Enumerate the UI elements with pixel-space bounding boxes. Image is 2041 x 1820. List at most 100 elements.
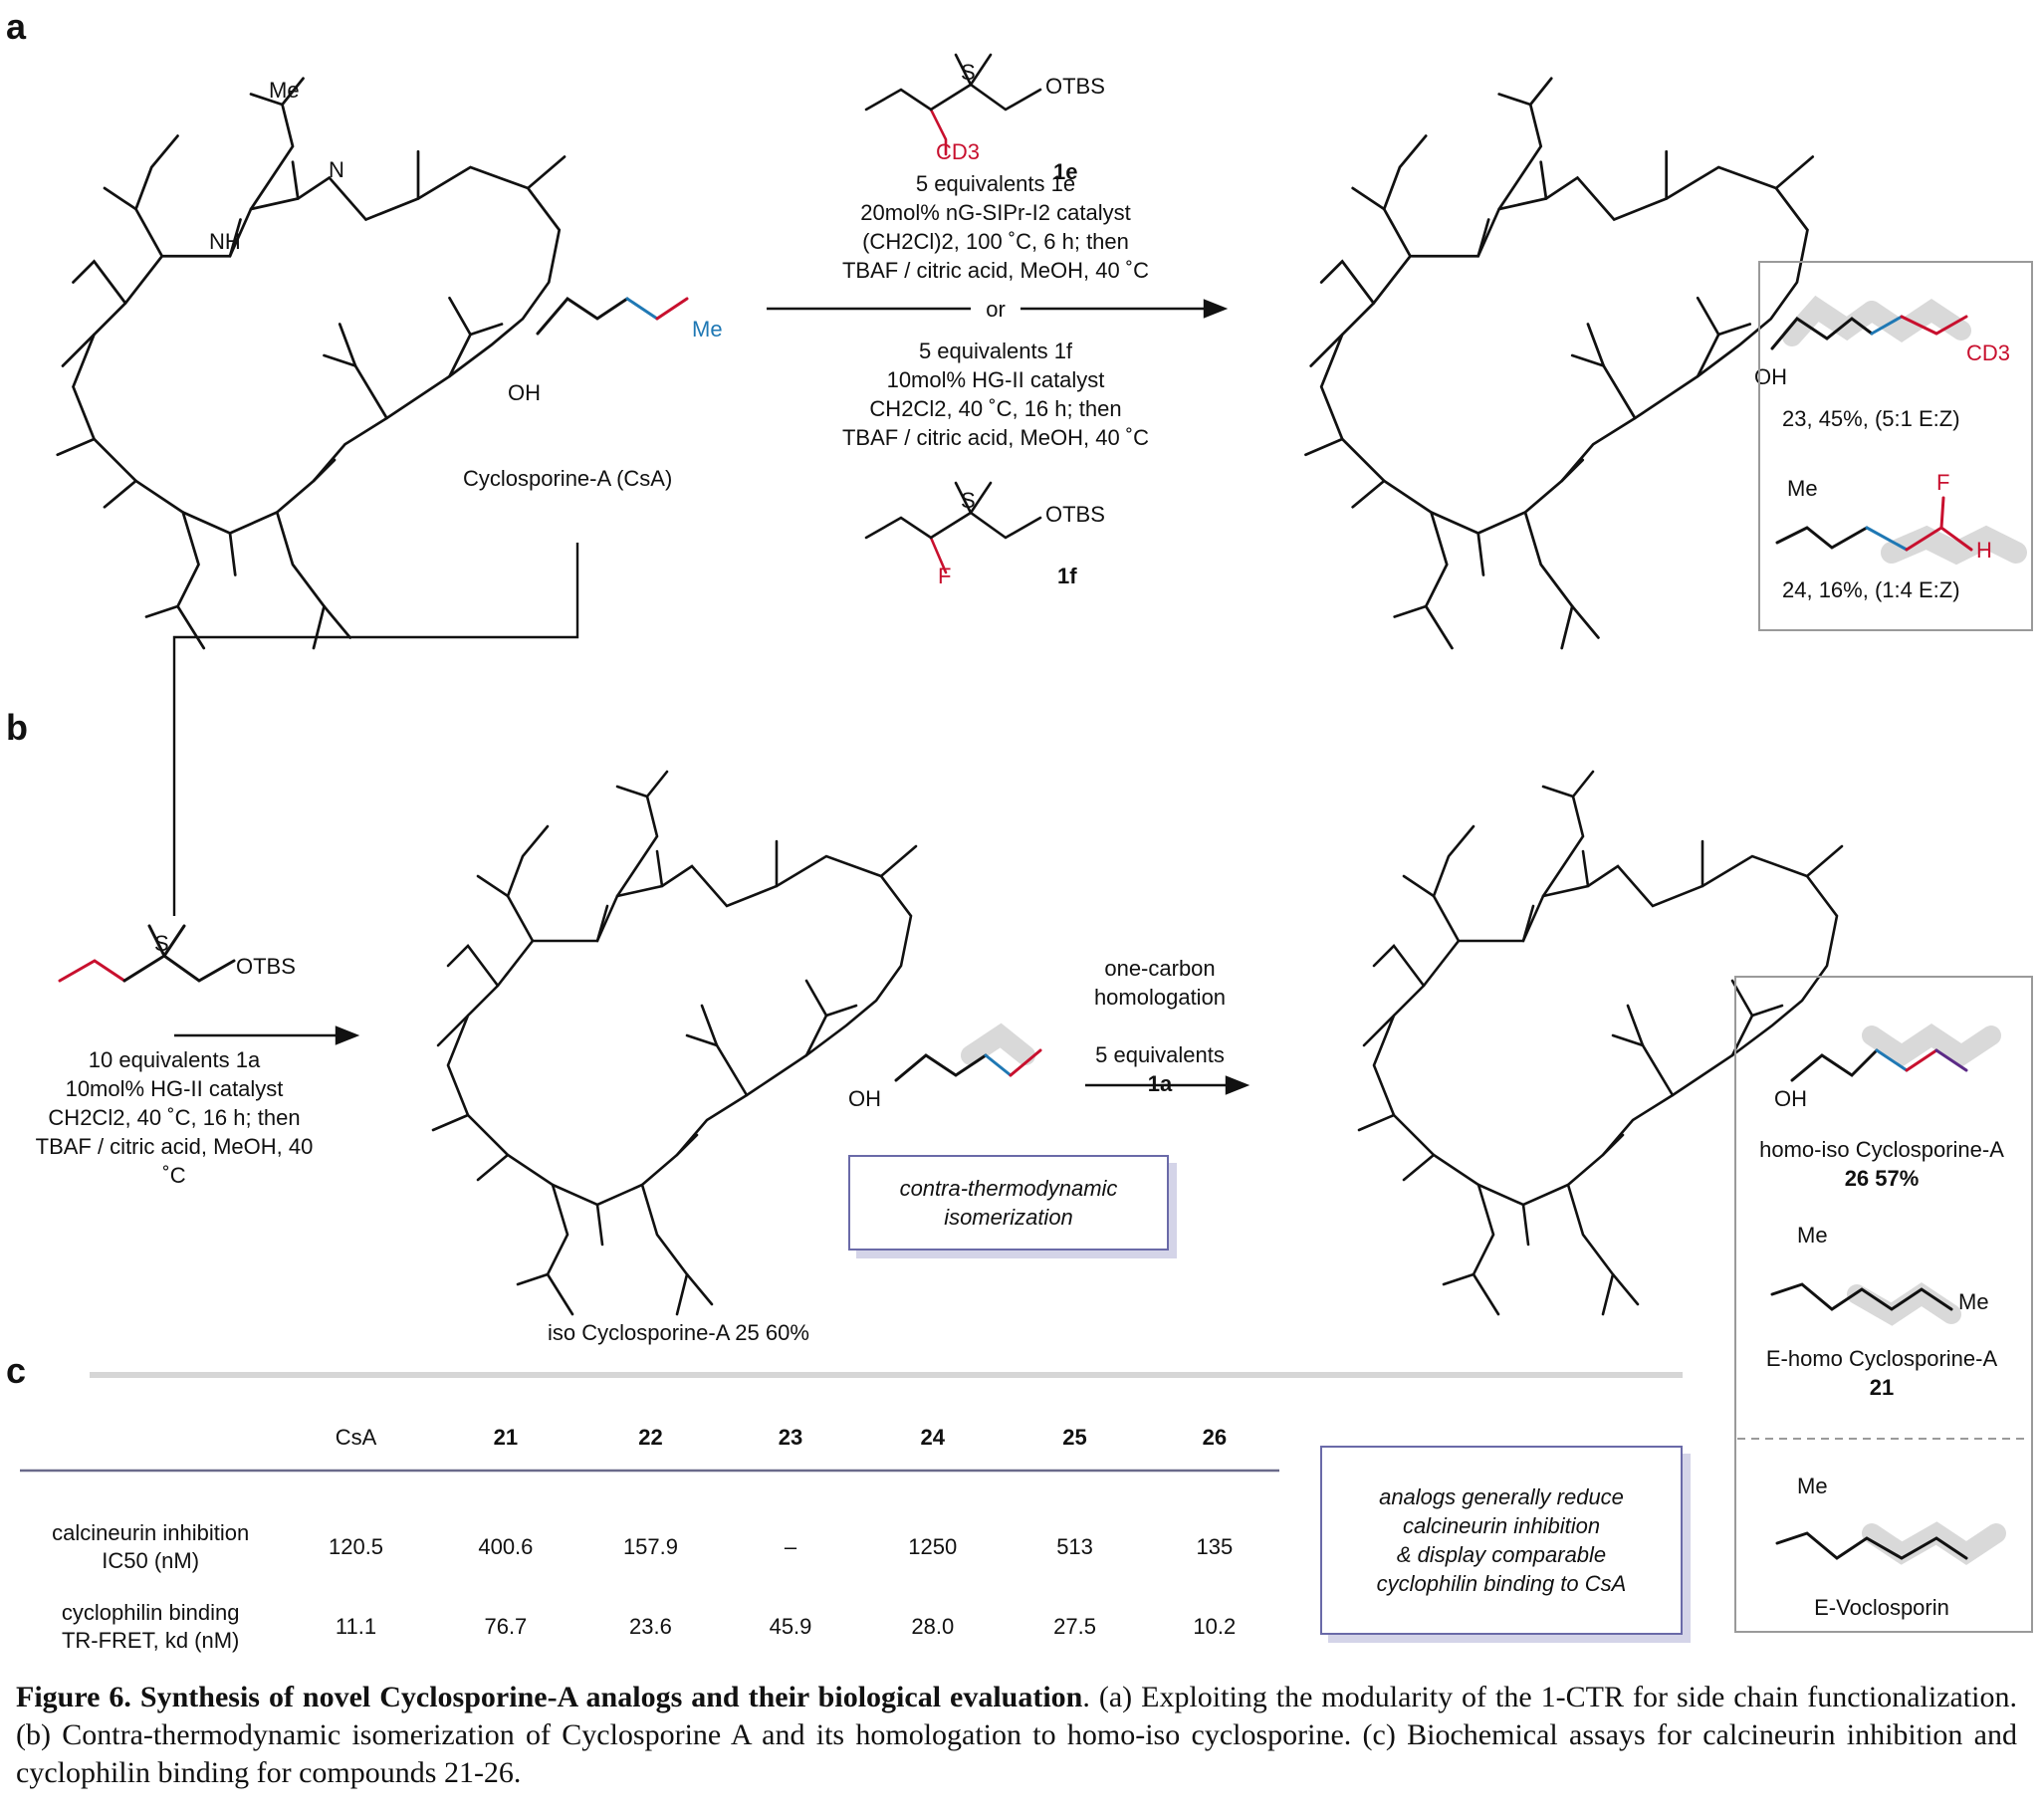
cd3-label-1e: CD3 <box>936 139 981 164</box>
row-label-line: TR-FRET, kd (nM) <box>61 1628 240 1653</box>
analog-box-b <box>1734 976 2033 1633</box>
note-line: analogs generally reduce <box>1379 1484 1624 1509</box>
product-line: homo-iso Cyclosporine-A <box>1759 1137 2004 1162</box>
condition-line: 5 equivalents 1e <box>915 171 1076 196</box>
fluoro-label-24: F <box>1936 470 1950 495</box>
table-header: 25 <box>1062 1425 1087 1450</box>
condition-line: CH2Cl2, 40 ˚C, 16 h; then <box>48 1105 301 1130</box>
table-cell: 23.6 <box>629 1614 672 1639</box>
table-header: 26 <box>1202 1425 1228 1450</box>
table-header-blank <box>20 1408 281 1468</box>
compound-21-label: E-homo Cyclosporine-A 21 <box>1734 1344 2029 1402</box>
condition-line: 10mol% HG-II catalyst <box>65 1076 284 1101</box>
table-cell: 513 <box>1056 1534 1093 1559</box>
homologation-equivalents: 5 equivalents 1a <box>1075 1040 1245 1098</box>
contra-thermodynamic-note: contra-thermodynamic isomerization <box>848 1155 1169 1251</box>
reagent-1f-label: 1f <box>1057 564 1077 588</box>
table-cell: 120.5 <box>328 1534 384 1559</box>
product-25-label: iso Cyclosporine-A 25 60% <box>548 1320 809 1345</box>
table-cell: 157.9 <box>622 1534 678 1559</box>
table-cell: 28.0 <box>911 1614 955 1639</box>
table-cell: 400.6 <box>478 1534 534 1559</box>
table-header: CsA <box>335 1425 377 1450</box>
product-23-label: 23, 45%, (5:1 E:Z) <box>1782 406 1960 431</box>
product-24-label: 24, 16%, (1:4 E:Z) <box>1782 577 1960 602</box>
table-cell: – <box>784 1534 797 1559</box>
product-line: 21 <box>1869 1375 1895 1400</box>
me-label-21: Me <box>1797 1223 1828 1248</box>
note-line: cyclophilin binding to CsA <box>1376 1571 1627 1596</box>
atom-label-n: N <box>329 157 344 182</box>
conditions-bottom: 5 equivalents 1f 10mol% HG-II catalyst C… <box>777 337 1215 452</box>
table-cell: 45.9 <box>769 1614 812 1639</box>
table-cell: 135 <box>1196 1534 1234 1559</box>
reagent-1e-label: 1e <box>1053 159 1078 184</box>
sulfur-label-1a: S <box>154 931 169 956</box>
row-label: cyclophilin binding TR-FRET, kd (nM) <box>20 1587 281 1667</box>
condition-line: TBAF / citric acid, MeOH, 40 <box>35 1134 314 1159</box>
table-cell: 10.2 <box>1193 1614 1237 1639</box>
or-label: or <box>971 297 1020 323</box>
sulfur-label-1e: S <box>961 60 976 85</box>
sulfur-label-1f: S <box>961 488 976 513</box>
row-label-line: IC50 (nM) <box>102 1548 200 1573</box>
atom-label-oh-26: OH <box>1774 1086 1807 1111</box>
assay-summary-note: analogs generally reduce calcineurin inh… <box>1320 1446 1683 1635</box>
note-line: contra-thermodynamic <box>899 1176 1118 1201</box>
caption-lead: Figure 6. Synthesis of novel Cyclosporin… <box>16 1681 1083 1713</box>
note-line: & display comparable <box>1396 1542 1607 1567</box>
row-label-line: cyclophilin binding <box>61 1600 240 1625</box>
table-cell: 1250 <box>908 1534 958 1559</box>
cd3-label-23: CD3 <box>1966 341 2011 365</box>
atom-label-nh: NH <box>209 229 241 254</box>
condition-line: ˚C <box>162 1163 186 1188</box>
condition-line: 10mol% HG-II catalyst <box>886 367 1105 392</box>
fluoro-label-1f: F <box>938 564 952 588</box>
homologation-conditions: one-carbon homologation <box>1075 954 1245 1012</box>
condition-line: 10 equivalents 1a <box>88 1047 261 1072</box>
atom-label-me-terminal: Me <box>692 317 723 341</box>
row-label: calcineurin inhibition IC50 (nM) <box>20 1507 281 1587</box>
me-terminal-21: Me <box>1958 1289 1989 1314</box>
table-header: 24 <box>920 1425 946 1450</box>
note-line: isomerization <box>944 1205 1073 1230</box>
condition-line: (CH2Cl)2, 100 ˚C, 6 h; then <box>862 229 1129 254</box>
condition-line: TBAF / citric acid, MeOH, 40 ˚C <box>841 425 1150 450</box>
h-label-24: H <box>1976 538 1992 563</box>
me-label-voclosporin: Me <box>1797 1474 1828 1498</box>
condition-line: homologation <box>1093 985 1227 1010</box>
condition-line: 20mol% nG-SIPr-I2 catalyst <box>860 200 1131 225</box>
atom-label-oh-25: OH <box>848 1086 881 1111</box>
note-line: calcineurin inhibition <box>1402 1513 1601 1538</box>
otbs-label-1e: OTBS <box>1045 74 1105 99</box>
product-26-label: homo-iso Cyclosporine-A 26 57% <box>1734 1135 2029 1193</box>
table-cell: 76.7 <box>484 1614 528 1639</box>
condition-line: 1a <box>1147 1071 1173 1096</box>
voclosporin-label: E-Voclosporin <box>1814 1595 1949 1620</box>
table-row: cyclophilin binding TR-FRET, kd (nM) 11.… <box>20 1587 1284 1667</box>
table-header: 22 <box>638 1425 663 1450</box>
otbs-label-1a: OTBS <box>236 954 296 979</box>
table-header-row: CsA 21 22 23 24 25 26 <box>20 1408 1284 1468</box>
row-label-line: calcineurin inhibition <box>52 1520 250 1545</box>
table-row: calcineurin inhibition IC50 (nM) 120.5 4… <box>20 1507 1284 1587</box>
table-header: 23 <box>778 1425 803 1450</box>
conditions-top: 5 equivalents 1e 20mol% nG-SIPr-I2 catal… <box>777 169 1215 285</box>
panel-label-a: a <box>6 6 27 47</box>
atom-label-oh: OH <box>508 380 541 405</box>
panel-label-b: b <box>6 707 28 748</box>
condition-line: TBAF / citric acid, MeOH, 40 ˚C <box>841 258 1150 283</box>
condition-line: 5 equivalents 1f <box>918 339 1073 363</box>
chemical-structures-figure <box>20 53 2027 1566</box>
condition-line: one-carbon <box>1104 956 1216 981</box>
caption-text: . (a) Exploiting the modularity of the 1… <box>16 1681 2017 1789</box>
product-box-a <box>1758 261 2033 631</box>
condition-line: CH2Cl2, 40 ˚C, 16 h; then <box>869 396 1122 421</box>
product-line: E-homo Cyclosporine-A <box>1765 1346 1998 1371</box>
condition-line: 5 equivalents <box>1095 1042 1225 1067</box>
conditions-1a: 10 equivalents 1a 10mol% HG-II catalyst … <box>10 1045 339 1190</box>
start-compound-name: Cyclosporine-A (CsA) <box>463 466 673 491</box>
table-header: 21 <box>493 1425 519 1450</box>
product-line: 26 57% <box>1844 1166 1920 1191</box>
atom-label-me: Me <box>269 78 300 103</box>
